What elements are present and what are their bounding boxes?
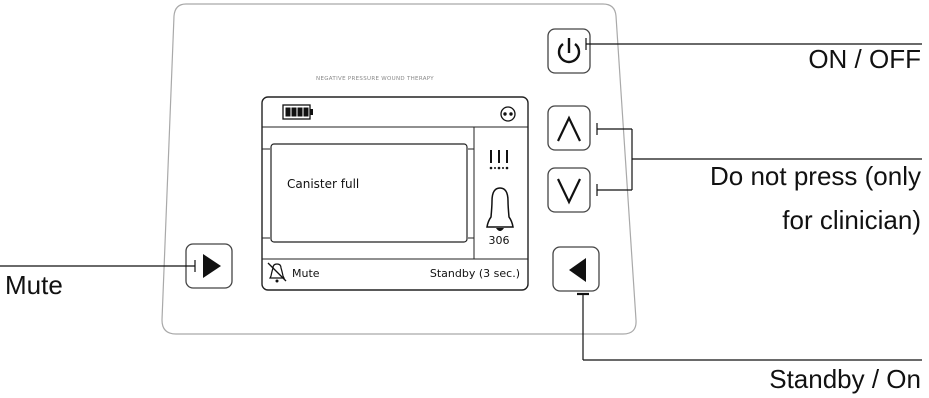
triangle-right-icon (203, 254, 221, 278)
pressure-drops-icon (489, 150, 509, 170)
message-text: Canister full (287, 177, 359, 191)
callout-mute: Mute (5, 270, 63, 300)
footer-standby-text: Standby (3 sec.) (430, 267, 520, 280)
standby-button[interactable] (552, 246, 600, 292)
callout-do-not-press-line1: Do not press (only (710, 161, 921, 191)
callout-standby-on: Standby / On (769, 364, 921, 394)
triangle-left-icon (569, 258, 586, 282)
message-box (270, 143, 468, 243)
alarm-code: 306 (489, 234, 510, 247)
callout-on-off: ON / OFF (808, 44, 921, 74)
callout-do-not-press-line2: for clinician) (782, 205, 921, 235)
down-button[interactable] (547, 167, 591, 213)
power-button[interactable] (547, 28, 591, 74)
footer-mute-text: Mute (292, 267, 320, 280)
battery-full-icon (282, 104, 313, 120)
connection-icon (500, 106, 516, 122)
chevron-down-icon (557, 178, 581, 205)
power-icon (557, 38, 581, 64)
callout-lines (0, 38, 922, 361)
up-button[interactable] (547, 105, 591, 151)
device-header-text: NEGATIVE PRESSURE WOUND THERAPY (316, 76, 434, 82)
muted-bell-icon (267, 262, 287, 283)
alarm-bell-icon (486, 187, 514, 231)
chevron-up-icon (557, 115, 581, 142)
